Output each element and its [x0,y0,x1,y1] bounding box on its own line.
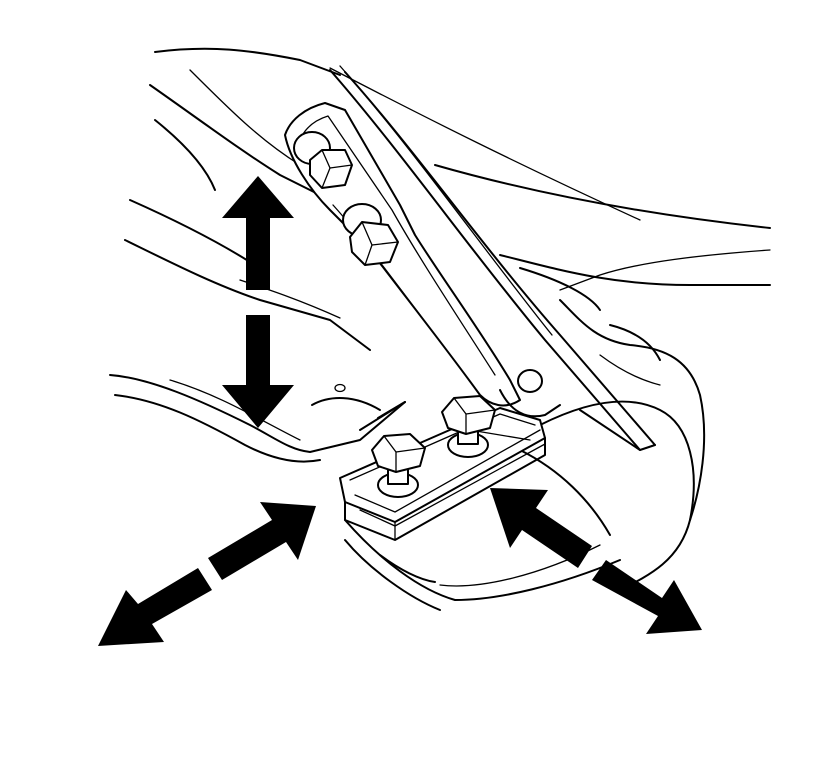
lateral-adjust-arrow-left [98,502,316,646]
hinge-upper-bolt-2 [342,203,399,266]
adjustment-arrows [98,176,702,646]
lateral-adjust-arrow-right [490,488,702,634]
bolts [293,131,496,498]
body-structure [109,47,771,611]
hinge-base-bolt-1 [371,433,426,498]
vertical-adjust-arrow [222,176,294,428]
hinge-arm [284,65,656,451]
hinge-upper-bolt-1 [293,131,353,189]
hinge-base-bolt-2 [441,395,496,458]
